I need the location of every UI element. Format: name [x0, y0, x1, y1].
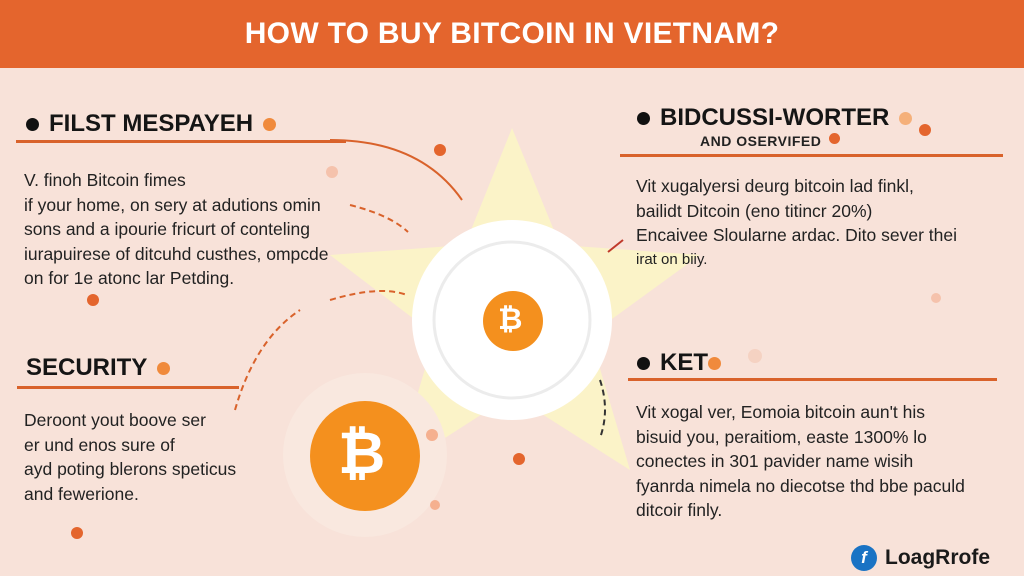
section-divider: [17, 386, 239, 389]
section-divider: [16, 140, 346, 143]
section-title-text: BIDCUSSI-WORTER: [660, 104, 890, 131]
section-title-text: KET: [660, 349, 708, 376]
section-subtitle: AND OSERVIFED: [700, 133, 822, 149]
section-title-text: SECURITY: [26, 354, 148, 381]
bitcoin-large-symbol: ₿: [338, 421, 386, 486]
body-line: V. finoh Bitcoin fimes: [24, 170, 186, 190]
section-title-text: FILST MESPAYEH: [49, 110, 254, 137]
section-title-discuss: BIDCUSSI-WORTER: [637, 104, 913, 132]
dot-icon: [829, 133, 840, 144]
body-line: ayd poting blerons speticus: [24, 459, 237, 479]
body-line: conectes in 301 pavider name wisih: [636, 451, 914, 471]
bitcoin-small-symbol: ₿: [498, 303, 523, 336]
dot-icon: [899, 111, 913, 125]
section-title-first: FILST MESPAYEH: [26, 110, 277, 138]
body-line: Vit xugalyersi deurg bitcoin lad finkl,: [636, 176, 914, 196]
body-line: on for 1e atonc lar Petding.: [24, 268, 235, 288]
section-body-first: V. finoh Bitcoin fimes if your home, on …: [24, 168, 328, 291]
section-body-discuss: Vit xugalyersi deurg bitcoin lad finkl, …: [636, 174, 957, 272]
bitcoin-small-coin: [483, 291, 543, 351]
section-body-security: Deroont yout boove ser er und enos sure …: [24, 408, 236, 506]
body-line: Vit xogal ver, Eomoia bitcoin aun't his: [636, 402, 926, 422]
body-line: sons and a ipourie fricurt of conteling: [24, 219, 310, 239]
body-line: ditcoir finly.: [636, 500, 723, 520]
dot-icon: [708, 356, 721, 370]
bullet-icon: [26, 117, 39, 131]
body-line: Deroont yout boove ser: [24, 410, 206, 430]
logo-icon: f: [851, 545, 877, 571]
section-divider: [620, 154, 1003, 157]
body-line: bailidt Ditcoin (eno titincr 20%): [636, 200, 873, 221]
section-title-security: SECURITY: [26, 354, 171, 382]
body-line: Encaivee Sloularne ardac. Dito sever the…: [636, 225, 958, 245]
dot-icon: [157, 361, 171, 375]
header-banner: HOW TO BUY BITCOIN IN VIETNAM?: [0, 0, 1024, 68]
section-title-ket: KET: [637, 349, 721, 377]
bullet-icon: [637, 111, 650, 125]
body-line: er und enos sure of: [24, 434, 175, 455]
dot-icon: [263, 117, 277, 131]
brand-logo: f LoagRrofe: [851, 545, 990, 571]
body-line: if your home, on sery at adutions omin: [24, 194, 321, 215]
section-body-ket: Vit xogal ver, Eomoia bitcoin aun't his …: [636, 400, 965, 523]
body-line: fyanrda nimela no diecotse thd bbe pacul…: [636, 475, 965, 496]
body-line: and fewerione.: [24, 483, 139, 504]
page-title: HOW TO BUY BITCOIN IN VIETNAM?: [244, 17, 780, 50]
section-divider: [628, 378, 997, 381]
body-line: iurapuirese of ditcuhd custhes, ompcde: [24, 243, 329, 264]
bitcoin-large-coin: [310, 401, 420, 511]
body-line: bisuid you, peraitiom, easte 1300% lo: [636, 426, 927, 447]
bullet-icon: [637, 356, 650, 370]
logo-text: LoagRrofe: [885, 546, 990, 569]
body-line: irat on biiy.: [636, 250, 708, 268]
